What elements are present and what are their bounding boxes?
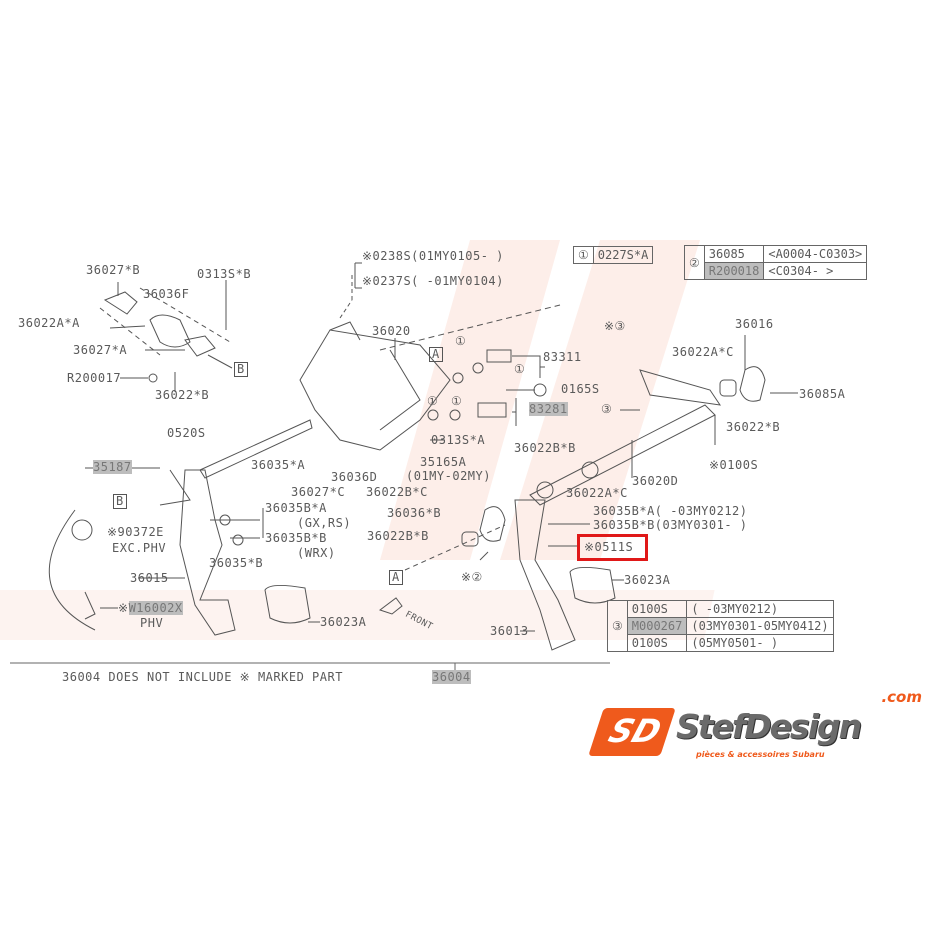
part-label-90372e-note: EXC.PHV: [112, 541, 167, 555]
logo-tagline: pièces & accessoires Subaru: [696, 750, 825, 759]
part-label-35187: 35187: [93, 460, 132, 474]
watermark-stroke-2: [500, 240, 700, 560]
part-label-36015: 36015: [130, 571, 169, 585]
switches: [427, 349, 547, 441]
part-label-36027b: 36027*B: [86, 263, 141, 277]
part-label-w16002x-note: PHV: [140, 616, 164, 630]
part-label-0520s: 0520S: [167, 426, 206, 440]
table2-part: R200018: [703, 262, 765, 280]
connector-box-a-bottom: A: [389, 570, 403, 585]
connector-box-a-top: A: [429, 347, 443, 362]
reference-table-3: ③ 0100S ( -03MY0212) M000267 (03MY0301-0…: [607, 600, 834, 652]
part-label-0313sb: 0313S*B: [197, 267, 252, 281]
table2-range: <A0004-C0303>: [763, 245, 868, 263]
ref-3-mid: ③: [601, 402, 613, 416]
part-label-36013: 36013: [490, 624, 529, 638]
part-label-36035bb-left-note: (WRX): [297, 546, 336, 560]
part-label-36016: 36016: [735, 317, 774, 331]
part-label-90372e: ※90372E: [107, 525, 164, 539]
table2-ref: ②: [684, 245, 705, 280]
part-label-0165s: 0165S: [561, 382, 600, 396]
brake-pedal: [378, 499, 590, 651]
part-label-36022bb-top: 36022B*B: [514, 441, 576, 455]
part-label-36022bc: 36022B*C: [366, 485, 428, 499]
part-label-36020d: 36020D: [632, 474, 679, 488]
ref-3-top: ※③: [604, 319, 626, 333]
part-label-36027c: 36027*C: [291, 485, 346, 499]
part-label-36023a-left: 36023A: [320, 615, 367, 629]
part-label-36036d: 36036D: [331, 470, 378, 484]
part-label-36085a: 36085A: [799, 387, 846, 401]
clutch-pedal: [48, 467, 264, 636]
part-label-36035ba-right: 36035B*A( -03MY0212): [593, 504, 748, 518]
table3-range: (05MY0501- ): [686, 634, 834, 652]
table3-part: 0100S: [626, 600, 688, 618]
stefdesign-logo: SD StefDesign .com pièces & accessoires …: [588, 688, 926, 764]
table2-range: <C0304- >: [763, 262, 868, 280]
footer-note: 36004 DOES NOT INCLUDE ※ MARKED PART: [62, 670, 343, 684]
part-label-36035bb-left: 36035B*B: [265, 531, 327, 545]
part-label-0238s: ※0238S(01MY0105- ): [362, 249, 504, 263]
part-label-36036b: 36036*B: [387, 506, 442, 520]
part-label-w16002x: ※W16002X: [118, 601, 183, 615]
part-label-36035ba-left-note: (GX,RS): [297, 516, 352, 530]
table1-ref: ①: [573, 246, 594, 264]
part-label-36036f: 36036F: [143, 287, 190, 301]
table3-range: (03MY0301-05MY0412): [686, 617, 834, 635]
table1-part: 0227S*A: [592, 246, 654, 264]
watermark-stroke-1: [380, 240, 560, 560]
part-label-36022aa: 36022A*A: [18, 316, 80, 330]
part-label-0237s: ※0237S( -01MY0104): [362, 274, 504, 288]
highlight-box-0511s: [577, 534, 648, 561]
asterisk-mark: ※: [118, 601, 129, 615]
ref-2: ※②: [461, 570, 483, 584]
logo-domain: .com: [881, 688, 922, 706]
part-label-36022b-left: 36022*B: [155, 388, 210, 402]
part-label-36022bb-bot: 36022B*B: [367, 529, 429, 543]
part-label-r200017: R200017: [67, 371, 122, 385]
table2-part: 36085: [703, 245, 765, 263]
part-label-36035a: 36035*A: [251, 458, 306, 472]
part-label-83281: 83281: [529, 402, 568, 416]
bracket-36020: [299, 262, 561, 451]
part-number-w16002x: W16002X: [128, 601, 183, 615]
ref-1-b: ①: [514, 362, 526, 376]
master-cylinder-parts: [99, 280, 233, 392]
ref-1-a: ①: [455, 334, 467, 348]
part-label-36020: 36020: [372, 324, 411, 338]
shafts: [199, 335, 798, 506]
connector-box-b-bottom: B: [113, 494, 127, 509]
pedal-pads: [264, 566, 624, 624]
part-label-36035ba-left: 36035B*A: [265, 501, 327, 515]
connector-box-b-top: B: [234, 362, 248, 377]
part-label-35165a-note: (01MY-02MY): [406, 469, 491, 483]
ref-1-d: ①: [451, 394, 463, 408]
part-label-36022b-right: 36022*B: [726, 420, 781, 434]
part-label-0511s[interactable]: ※0511S: [584, 540, 634, 554]
part-label-36035b: 36035*B: [209, 556, 264, 570]
part-label-83311: 83311: [543, 350, 582, 364]
table3-part: M000267: [626, 617, 688, 635]
footer-assembly-part: 36004: [432, 670, 471, 684]
table3-ref: ③: [607, 600, 628, 652]
reference-table-2: ② 36085 <A0004-C0303> R200018 <C0304- >: [684, 245, 868, 280]
table3-range: ( -03MY0212): [686, 600, 834, 618]
part-label-36022ac-bot: 36022A*C: [566, 486, 628, 500]
part-label-35165a: 35165A: [420, 455, 467, 469]
part-label-0100s: ※0100S: [709, 458, 759, 472]
part-label-36027a: 36027*A: [73, 343, 128, 357]
part-label-36023a-right: 36023A: [624, 573, 671, 587]
table3-part: 0100S: [626, 634, 688, 652]
part-label-36022ac-top: 36022A*C: [672, 345, 734, 359]
logo-brand: StefDesign: [676, 707, 862, 746]
part-label-0313sa: 0313S*A: [431, 433, 486, 447]
ref-1-c: ①: [427, 394, 439, 408]
logo-mark: SD: [588, 708, 676, 756]
part-label-36035bb-right: 36035B*B(03MY0301- ): [593, 518, 748, 532]
